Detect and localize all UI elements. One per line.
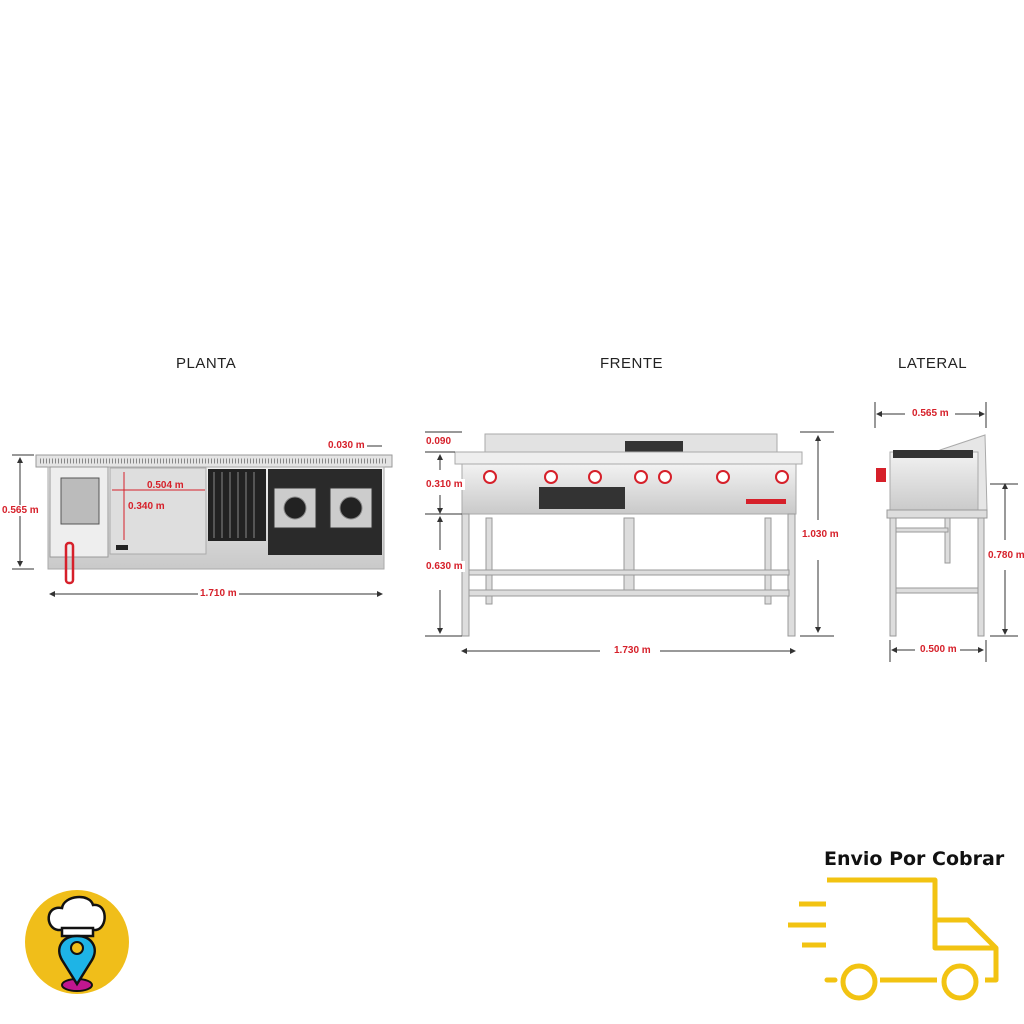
frente-title: FRENTE [600, 355, 663, 372]
planta-depth-dim: 0.565 m [0, 505, 41, 516]
lateral-height-dim: 0.780 m [986, 550, 1024, 561]
frente-leg-height-dim: 0.630 m [424, 561, 465, 572]
planta-griddle-depth-dim: 0.340 m [128, 501, 165, 512]
planta-width-dim: 1.710 m [198, 588, 239, 599]
frente-front-view [425, 431, 834, 654]
lateral-top-depth-dim: 0.565 m [910, 408, 951, 419]
lateral-title: LATERAL [898, 355, 968, 372]
frente-width-dim: 1.730 m [612, 645, 653, 656]
frente-backsplash-dim: 0.090 [424, 436, 454, 447]
planta-backsplash-dim: 0.030 m [326, 440, 367, 451]
lateral-base-depth-dim: 0.500 m [918, 644, 959, 655]
frente-total-height-dim: 1.030 m [800, 529, 841, 540]
shipping-label: Envio Por Cobrar [824, 848, 1005, 870]
planta-griddle-width-dim: 0.504 m [147, 480, 184, 491]
planta-top-view [12, 445, 393, 597]
lateral-side-view [874, 402, 1018, 662]
frente-body-height-dim: 0.310 m [424, 479, 465, 490]
planta-title: PLANTA [176, 355, 237, 372]
chef-location-pin-logo [25, 890, 129, 994]
delivery-truck-icon [788, 877, 999, 1001]
